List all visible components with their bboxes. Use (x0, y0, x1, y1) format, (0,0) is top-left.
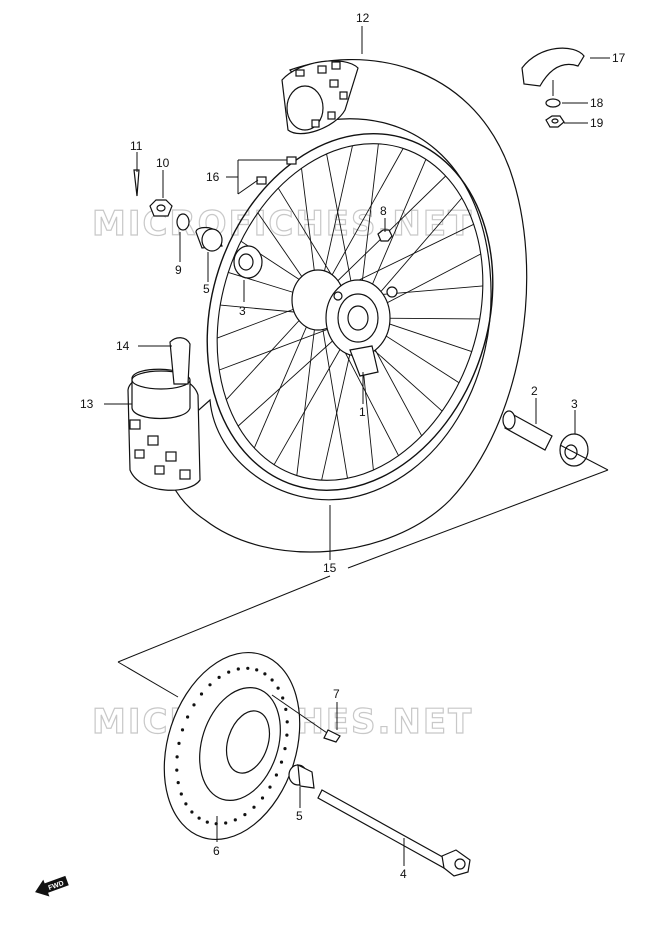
callout-10: 10 (156, 156, 170, 170)
disc-hole (176, 781, 180, 785)
callout-16: 16 (206, 170, 220, 184)
callout-8: 8 (380, 204, 387, 218)
disc-hole (268, 785, 272, 789)
callout-15: 15 (323, 561, 337, 575)
callout-9: 9 (175, 263, 182, 277)
disc-hole (279, 760, 284, 764)
disc-hole (208, 683, 212, 687)
cotter-pin (133, 169, 140, 197)
disc-hole (281, 696, 285, 700)
disc-hole (285, 733, 289, 737)
callout-3-lower: 3 (571, 397, 578, 411)
bearing-3-lower (559, 433, 589, 467)
disc-hole (186, 715, 190, 719)
castle-nut (149, 199, 173, 217)
fwd-arrow-icon: FWD (35, 875, 69, 897)
disc-hole (175, 755, 179, 759)
callout-3-upper: 3 (239, 304, 246, 318)
disc-hole (246, 666, 250, 670)
callout-5-upper: 5 (203, 282, 210, 296)
callouts: 12 17 18 19 11 10 16 8 9 5 3 14 13 1 2 3… (80, 11, 626, 881)
callout-12: 12 (356, 11, 370, 25)
spacer-2 (502, 410, 553, 451)
disc-hole (179, 792, 183, 796)
callout-6: 6 (213, 844, 220, 858)
rim-band (169, 337, 191, 385)
callout-17: 17 (612, 51, 626, 65)
disc-hole (217, 675, 221, 680)
callout-19: 19 (590, 116, 604, 130)
callout-4: 4 (400, 867, 407, 881)
disc-hole (184, 802, 188, 806)
disc-hole (274, 773, 278, 777)
rim-lock (521, 47, 585, 96)
disc-hole (255, 668, 259, 672)
callout-13: 13 (80, 397, 94, 411)
callout-11: 11 (130, 139, 143, 153)
disc-hole (283, 747, 287, 751)
callout-5-lower: 5 (296, 809, 303, 823)
disc-hole (284, 707, 288, 712)
callout-7: 7 (333, 687, 340, 701)
disc-hole (180, 728, 185, 732)
disc-hole (252, 805, 256, 809)
callout-18: 18 (590, 96, 604, 110)
bearing-3-upper (233, 245, 263, 279)
disc-hole (276, 686, 280, 690)
watermark-top: MICROFICHES.NET (92, 204, 473, 244)
disc-hole (224, 821, 228, 825)
brake-disc (163, 651, 301, 841)
disc-hole (190, 810, 194, 814)
nut-19 (545, 115, 565, 128)
disc-hole (285, 720, 289, 724)
disc-hole (263, 672, 267, 676)
disc-hole (243, 813, 247, 817)
spoke-nipples-16 (256, 156, 297, 185)
disc-hole (270, 678, 274, 682)
spacer-5-lower (288, 763, 315, 789)
washer-18 (545, 98, 561, 108)
nut-8 (377, 229, 393, 242)
disc-hole (199, 692, 204, 696)
disc-hole (192, 703, 196, 707)
disc-hole (260, 796, 265, 800)
tire (127, 59, 528, 553)
tire-tread-top (281, 60, 359, 135)
hub (291, 269, 398, 377)
spacer-5-upper (195, 226, 223, 252)
disc-hole (227, 670, 231, 674)
callout-2: 2 (531, 384, 538, 398)
disc-hole (205, 820, 209, 824)
callout-1: 1 (359, 405, 366, 419)
bolt-7 (271, 694, 341, 743)
disc-hole (236, 667, 240, 671)
axle-4 (317, 789, 471, 877)
disc-hole (175, 768, 179, 772)
washer-9 (176, 213, 190, 231)
leader-lines (104, 26, 610, 866)
callout-14: 14 (116, 339, 130, 353)
disc-hole (197, 816, 201, 820)
disc-hole (177, 741, 181, 746)
axis-lines (117, 444, 609, 698)
disc-hole (233, 818, 237, 822)
